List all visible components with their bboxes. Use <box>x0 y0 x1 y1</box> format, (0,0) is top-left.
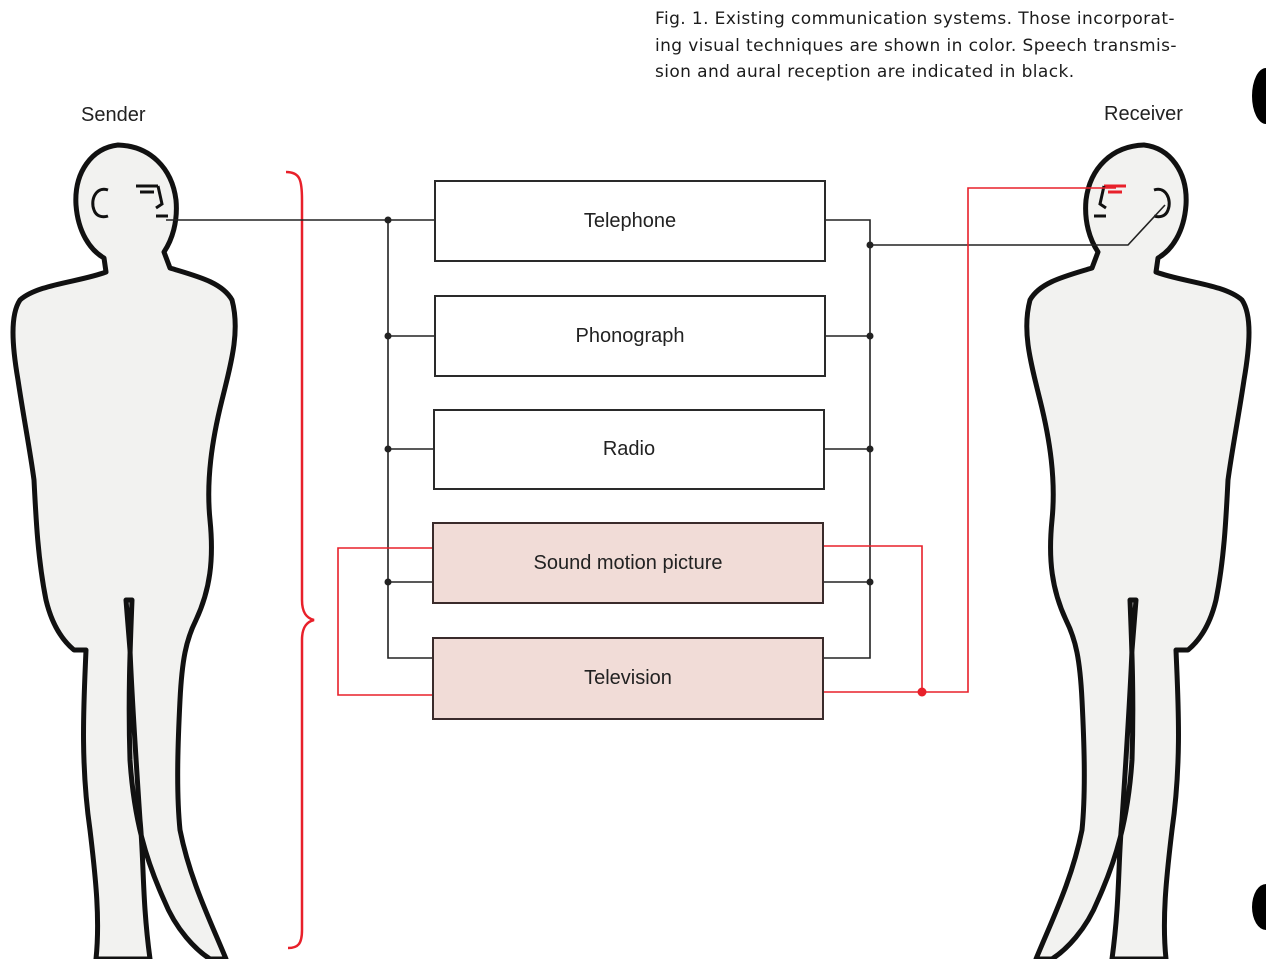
visual-output-tv <box>823 187 1116 693</box>
sender-label: Sender <box>81 104 146 126</box>
visual-lines <box>337 187 1116 696</box>
junction-dot <box>384 332 392 340</box>
system-box-radio: Radio <box>433 409 825 490</box>
sender-eye <box>136 184 158 194</box>
caption-line: ing visual techniques are shown in color… <box>655 35 1177 56</box>
visual-junction-dot <box>917 687 927 697</box>
figure-caption: Fig. 1. Existing communication systems. … <box>655 6 1260 86</box>
caption-line: Fig. 1. Existing communication systems. … <box>655 9 1175 29</box>
junction-dot <box>866 241 874 249</box>
receiver-eye <box>1104 184 1126 194</box>
system-label: Phonograph <box>575 324 685 347</box>
receiver-ear-line <box>870 204 1166 246</box>
junction-dot <box>384 578 392 586</box>
receiver-nose <box>1098 185 1107 210</box>
system-box-sound-motion-picture: Sound motion picture <box>432 522 824 604</box>
visual-brace <box>285 170 315 950</box>
system-box-phonograph: Phonograph <box>434 295 826 377</box>
sender-figure <box>10 142 238 959</box>
system-box-television: Television <box>432 637 824 720</box>
system-label: Television <box>584 667 672 689</box>
system-label: Radio <box>602 438 656 460</box>
sender-ear <box>91 187 109 219</box>
receiver-label: Receiver <box>1104 103 1183 125</box>
speech-junctions <box>384 216 874 586</box>
sender-nose <box>155 185 164 210</box>
visual-output-sound <box>823 545 923 692</box>
receiver-body <box>1024 142 1252 959</box>
sender-body <box>10 142 238 959</box>
receiver-figure <box>1024 142 1252 959</box>
left-bus <box>387 220 434 659</box>
junction-dot <box>866 578 874 586</box>
system-box-telephone: Telephone <box>434 180 826 262</box>
page-edge-mark <box>1252 68 1266 124</box>
system-label: Telephone <box>583 209 677 232</box>
right-bus <box>823 219 871 659</box>
junction-dot <box>866 332 874 340</box>
junction-dot <box>384 445 392 453</box>
system-label: Sound motion picture <box>533 551 723 574</box>
page-edge-mark <box>1252 884 1266 930</box>
junction-dot <box>384 216 392 224</box>
caption-line: sion and aural reception are indicated i… <box>655 62 1075 82</box>
receiver-ear <box>1153 187 1171 219</box>
junction-dot <box>866 445 874 453</box>
visual-input-sound <box>337 547 432 696</box>
